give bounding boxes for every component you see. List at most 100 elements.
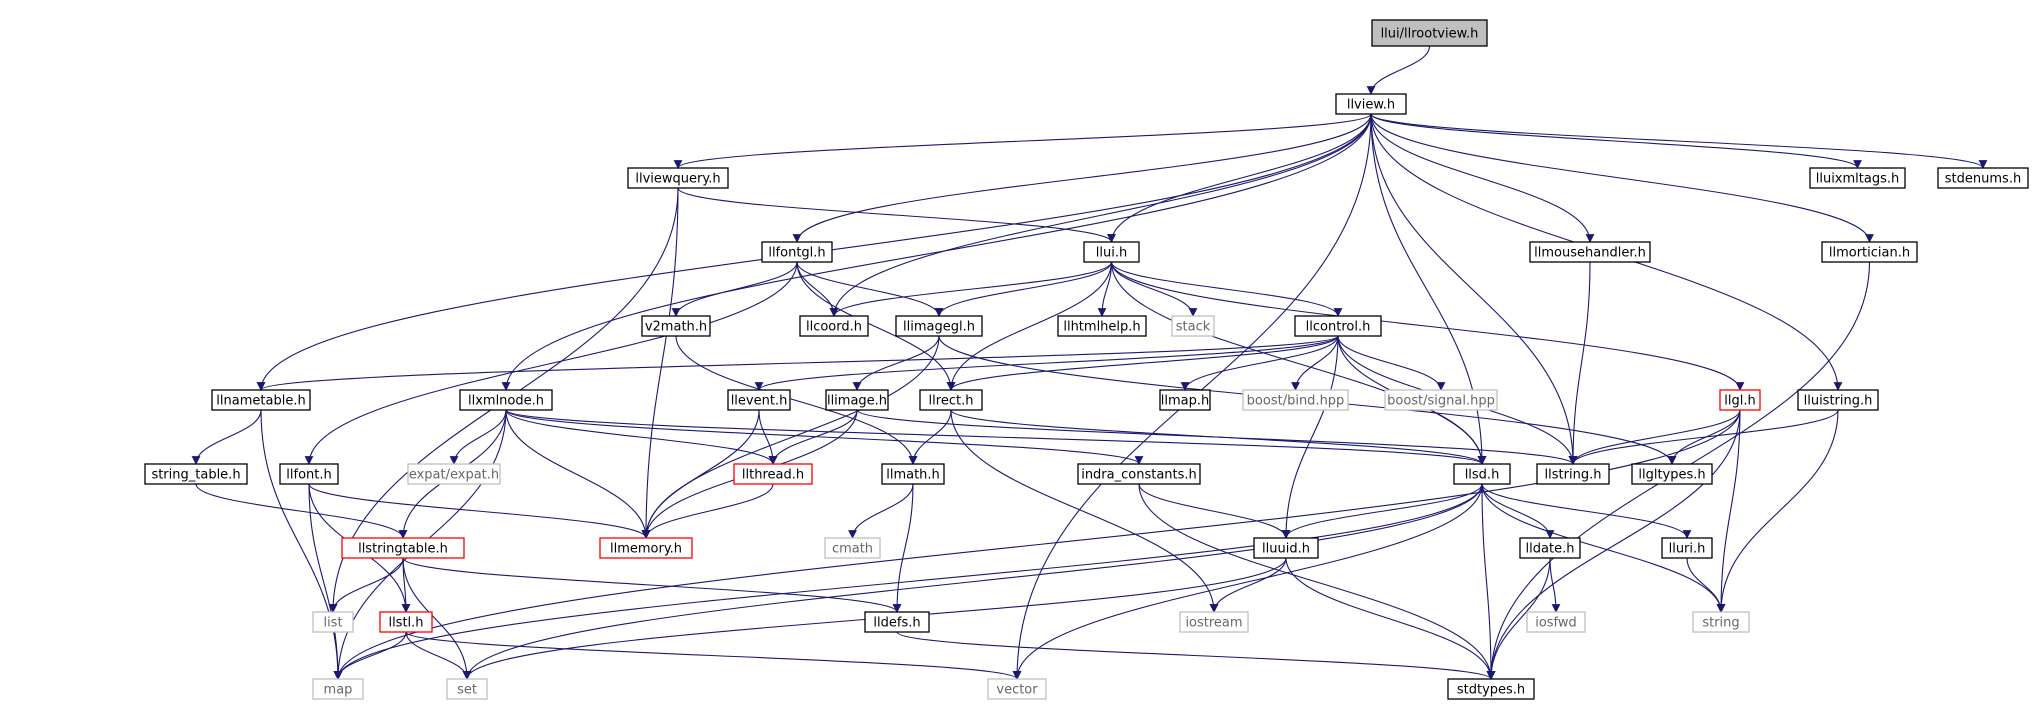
node-llui[interactable]: llui.h (1083, 241, 1140, 263)
edge-llrect-to-iostream (950, 409, 1219, 613)
edge-llviewquery-to-llmemory (641, 187, 679, 539)
node-llhtmlhelp[interactable]: llhtmlhelp.h (1057, 315, 1147, 337)
node-label-llfontgl: llfontgl.h (768, 246, 825, 261)
node-llthread[interactable]: llthread.h (733, 463, 813, 485)
edge-llview-to-llfontgl (792, 113, 1372, 243)
node-llcoord[interactable]: llcoord.h (799, 315, 869, 337)
node-llgl[interactable]: llgl.h (1719, 389, 1761, 411)
node-box-llui (1083, 241, 1140, 263)
node-box-llimagegl (895, 315, 983, 337)
node-box-llrootview (1371, 19, 1488, 47)
node-llmath[interactable]: llmath.h (881, 463, 945, 485)
edge-llsd-to-vector (1012, 483, 1483, 680)
node-label-lldate: lldate.h (1526, 542, 1575, 557)
node-label-llui: llui.h (1096, 246, 1127, 261)
node-indra_constants[interactable]: indra_constants.h (1077, 463, 1201, 485)
node-label-llcontrol: llcontrol.h (1306, 320, 1371, 335)
node-llmousehandler[interactable]: llmousehandler.h (1529, 241, 1651, 263)
node-box-llstringtable (341, 537, 465, 559)
node-box-iosfwd (1526, 611, 1586, 633)
node-llgltypes[interactable]: llgltypes.h (1631, 463, 1713, 485)
edge-llmath-to-cmath (848, 483, 914, 539)
edge-llgl-to-string (1716, 409, 1741, 613)
node-iostream: iostream (1179, 611, 1249, 633)
node-llstringtable[interactable]: llstringtable.h (341, 537, 465, 559)
edge-llxmlnode-to-llsd (505, 409, 1487, 465)
edge-llcontrol-to-lluuid (1281, 335, 1339, 539)
node-llmemory[interactable]: llmemory.h (599, 537, 693, 559)
node-box-set (446, 678, 488, 700)
node-label-lluri: lluri.h (1669, 542, 1706, 557)
node-layer: llui/llrootview.h llview.h llviewquery.h ll… (144, 19, 2029, 700)
node-box-llsd (1453, 463, 1511, 485)
node-stdtypes[interactable]: stdtypes.h (1447, 678, 1535, 700)
node-label-llrect: llrect.h (929, 394, 974, 409)
node-llviewquery[interactable]: llviewquery.h (627, 167, 729, 189)
node-list: list (312, 611, 354, 633)
edge-llfont-to-llmemory (308, 483, 651, 539)
edge-llview-to-lluixmltags (1370, 113, 1862, 169)
edge-llgl-to-llstring (1568, 409, 1741, 465)
node-llcontrol[interactable]: llcontrol.h (1294, 315, 1382, 337)
node-llview[interactable]: llview.h (1335, 93, 1407, 115)
node-label-stdenums: stdenums.h (1945, 172, 2021, 187)
node-v2math[interactable]: v2math.h (641, 315, 711, 337)
node-box-map (312, 678, 364, 700)
node-llstl[interactable]: llstl.h (379, 611, 433, 633)
node-llsd[interactable]: llsd.h (1453, 463, 1511, 485)
edge-string_table-to-llstringtable (195, 483, 408, 539)
node-llmortician[interactable]: llmortician.h (1821, 241, 1918, 263)
edge-llview-to-llcoord (829, 113, 1372, 317)
node-label-llmath: llmath.h (886, 468, 940, 483)
node-label-lluuid: lluuid.h (1262, 542, 1310, 557)
node-lldate[interactable]: lldate.h (1519, 537, 1581, 559)
node-stdenums[interactable]: stdenums.h (1937, 167, 2029, 189)
node-box-llview (1335, 93, 1407, 115)
node-boostbind: boost/bind.hpp (1242, 389, 1349, 411)
node-stack: stack (1171, 315, 1215, 337)
node-llrect[interactable]: llrect.h (919, 389, 983, 411)
node-box-llviewquery (627, 167, 729, 189)
node-llstring[interactable]: llstring.h (1536, 463, 1610, 485)
node-lluri[interactable]: lluri.h (1661, 537, 1713, 559)
edge-layer (191, 45, 1988, 680)
node-llxmlnode[interactable]: llxmlnode.h (459, 389, 553, 411)
node-box-indra_constants (1077, 463, 1201, 485)
node-label-llsd: llsd.h (1465, 468, 1500, 483)
node-llimage[interactable]: llimage.h (825, 389, 889, 411)
node-lldefs[interactable]: lldefs.h (864, 611, 930, 633)
node-llnametable[interactable]: llnametable.h (211, 389, 311, 411)
node-box-llcontrol (1294, 315, 1382, 337)
edge-v2math-to-llmath (675, 335, 918, 465)
edge-llsd-to-lluuid (1281, 483, 1483, 539)
node-lluistring[interactable]: lluistring.h (1797, 389, 1879, 411)
node-lluuid[interactable]: lluuid.h (1253, 537, 1319, 559)
edge-llsd-to-lluri (1481, 483, 1692, 539)
node-box-llmath (881, 463, 945, 485)
node-box-llfont (279, 463, 339, 485)
edge-llstringtable-to-set (402, 557, 472, 680)
node-label-string: string (1702, 616, 1739, 631)
node-string: string (1692, 611, 1750, 633)
edge-llview-to-llviewquery (673, 113, 1372, 169)
node-llfont[interactable]: llfont.h (279, 463, 339, 485)
edge-llsd-to-map (333, 483, 1483, 680)
node-box-boostsignal (1384, 389, 1498, 411)
node-box-llnametable (211, 389, 311, 411)
node-llfontgl[interactable]: llfontgl.h (761, 241, 833, 263)
edge-llimage-to-llthread (768, 409, 858, 465)
node-box-lluri (1661, 537, 1713, 559)
node-label-llhtmlhelp: llhtmlhelp.h (1063, 320, 1140, 335)
node-box-expat (407, 463, 501, 485)
node-vector: vector (987, 678, 1047, 700)
node-llmap[interactable]: llmap.h (1159, 389, 1211, 411)
node-label-llnametable: llnametable.h (216, 394, 305, 409)
node-lluixmltags[interactable]: lluixmltags.h (1809, 167, 1906, 189)
edge-llui-to-llgl (1110, 261, 1745, 391)
node-label-llfont: llfont.h (286, 468, 331, 483)
node-label-llstring: llstring.h (1545, 468, 1602, 483)
node-llimagegl[interactable]: llimagegl.h (895, 315, 983, 337)
node-string_table[interactable]: string_table.h (144, 463, 248, 485)
node-llrootview[interactable]: llui/llrootview.h (1371, 19, 1488, 47)
node-llevent[interactable]: llevent.h (727, 389, 791, 411)
